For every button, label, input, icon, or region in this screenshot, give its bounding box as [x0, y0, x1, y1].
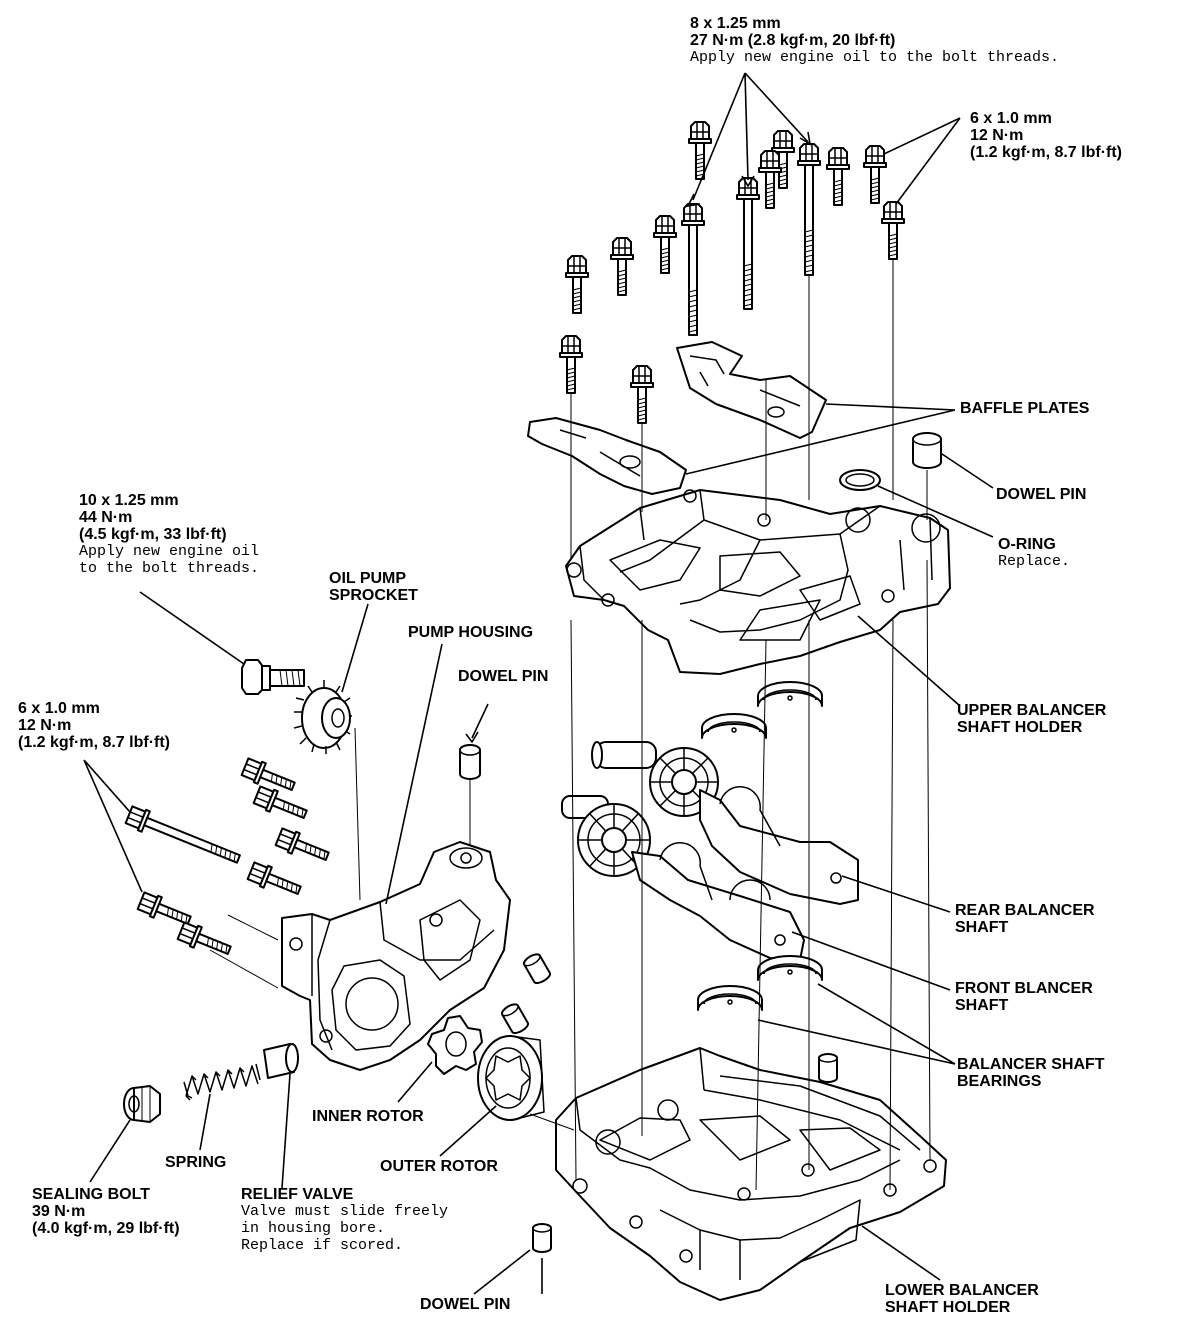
dowel-pin-icon [912, 432, 942, 469]
leader-line [439, 1105, 497, 1157]
pump-housing-label: PUMP HOUSING [408, 624, 534, 641]
upper-holder-icon [565, 489, 951, 675]
leader-line [473, 1249, 543, 1295]
bearing-icon [757, 955, 823, 981]
leader-line [83, 759, 143, 893]
leader-line [341, 603, 369, 693]
bolt-icon [610, 237, 634, 296]
dowel-pin-label: DOWEL PIN [458, 668, 549, 685]
rear-balancer-shaft-icon [591, 741, 859, 905]
leader-line [877, 485, 994, 538]
outer-rotor-label: OUTER ROTOR [380, 1158, 498, 1175]
leader-line [841, 875, 951, 913]
leader-line [757, 983, 956, 1065]
alignment-lines [209, 260, 931, 1191]
leader-line [281, 1073, 291, 1189]
bolt-size: 6 x 1.0 mm [970, 110, 1052, 127]
bolt-icon [251, 783, 311, 826]
baffle-plates-label: BAFFLE PLATES [960, 400, 1090, 417]
front-shaft-label: FRONT BLANCER SHAFT [955, 980, 1093, 1014]
bolt-torque: 12 N·m [970, 127, 1024, 144]
leader-line [941, 453, 994, 489]
bearing-icon [697, 985, 763, 1011]
bolt-icon [863, 145, 887, 204]
inner-rotor-label: INNER ROTOR [312, 1108, 424, 1125]
bolt-icon [175, 919, 235, 962]
bearings-label: BALANCER SHAFT BEARINGS [957, 1056, 1105, 1090]
leader-line [139, 591, 245, 665]
dowel-pin-icon [459, 744, 481, 780]
leader-line [861, 1225, 941, 1281]
long-bolt-icon [736, 177, 760, 310]
spring-icon [183, 1063, 261, 1101]
long-bolt-icon [123, 803, 244, 871]
outer-rotor-icon [477, 1035, 545, 1121]
o-ring-label: O-RING Replace. [998, 536, 1071, 570]
bolt-icon [630, 365, 654, 424]
bolt-note: Apply new engine oil to the bolt threads… [690, 49, 1060, 66]
bolt-icon [688, 121, 712, 180]
bolt-torque: 27 N·m (2.8 kgf·m, 20 lbf·ft) [690, 32, 896, 49]
bolt-icon [273, 825, 333, 868]
bolt-icon [559, 335, 583, 394]
baffle-plate-icon [527, 417, 687, 495]
dowel-pin-label: DOWEL PIN [420, 1296, 511, 1313]
right-bolt-callout: 6 x 1.0 mm 12 N·m (1.2 kgf·m, 8.7 lbf·ft… [970, 110, 1122, 161]
top-callout-leaders [686, 72, 961, 208]
bolt-icon [245, 859, 305, 902]
leader-arrow [465, 731, 479, 744]
baffle-plate-icon [676, 341, 827, 439]
dowel-pin-icon [521, 951, 553, 987]
bolt-icon [565, 255, 589, 314]
bolt-icon [881, 201, 905, 260]
lower-holder-label: LOWER BALANCER SHAFT HOLDER [885, 1282, 1039, 1316]
long-bolt-icon [681, 203, 705, 336]
leader-line [685, 403, 956, 475]
long-bolt-icon [797, 143, 821, 276]
upper-holder-label: UPPER BALANCER SHAFT HOLDER [957, 702, 1107, 736]
inner-rotor-icon [427, 1015, 483, 1075]
bearing-icon [701, 713, 767, 739]
bolt-icon [758, 150, 782, 209]
leader-line [471, 703, 489, 739]
oil-pump-sprocket-label: OIL PUMP SPROCKET [329, 570, 418, 604]
rear-shaft-label: REAR BALANCER SHAFT [955, 902, 1095, 936]
bearing-icon [757, 681, 823, 707]
dowel-pin-icon [499, 1001, 531, 1037]
lower-holder-icon [555, 1047, 947, 1301]
o-ring-icon [839, 469, 881, 491]
leader-line [791, 931, 951, 991]
bolt-torque-alt: (1.2 kgf·m, 8.7 lbf·ft) [970, 144, 1123, 161]
leader-line [385, 643, 443, 905]
sealing-bolt-icon [123, 1085, 161, 1123]
bolt-size: 8 x 1.25 mm [690, 15, 781, 32]
sprocket-bolt-callout: 10 x 1.25 mm 44 N·m (4.5 kgf·m, 33 lbf·f… [79, 492, 260, 577]
dowel-pin-label: DOWEL PIN [996, 486, 1087, 503]
leader-line [199, 1093, 211, 1151]
relief-valve-callout: RELIEF VALVE Valve must slide freely in … [241, 1186, 449, 1254]
sprocket-icon [293, 680, 352, 754]
relief-valve-icon [263, 1043, 299, 1079]
dowel-pin-icon [818, 1053, 838, 1083]
leader-line [397, 1061, 433, 1103]
leader-line [89, 1119, 131, 1183]
sprocket-bolt-icon [241, 659, 305, 695]
bolt-icon [826, 147, 850, 206]
sealing-bolt-callout: SEALING BOLT 39 N·m (4.0 kgf·m, 29 lbf·f… [32, 1186, 180, 1237]
dowel-pin-icon [532, 1223, 552, 1253]
pump-housing-icon [281, 841, 511, 1071]
leader-line [857, 615, 961, 707]
left-bolt-callout: 6 x 1.0 mm 12 N·m (1.2 kgf·m, 8.7 lbf·ft… [18, 700, 171, 751]
bolt-icon [653, 215, 677, 274]
top-bolt-callout: 8 x 1.25 mm 27 N·m (2.8 kgf·m, 20 lbf·ft… [690, 15, 1059, 66]
spring-label: SPRING [165, 1154, 227, 1171]
